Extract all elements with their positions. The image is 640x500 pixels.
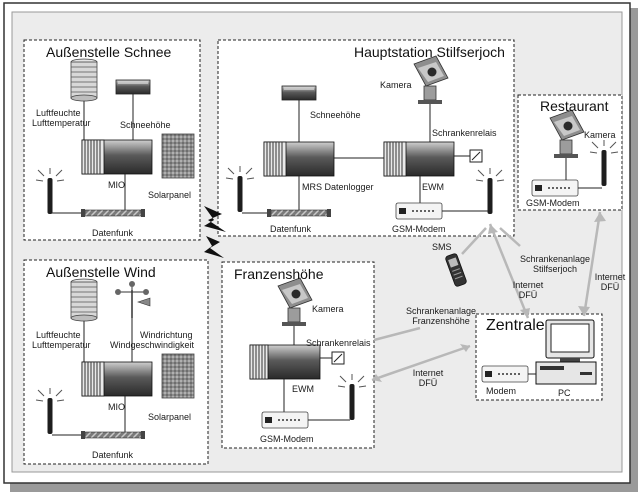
haupt-equipment	[225, 55, 505, 220]
wind-solar-label: Solarpanel	[148, 412, 192, 422]
zentrale-monitor-icon	[545, 319, 595, 362]
communication-links	[371, 211, 602, 382]
haupt-radio-link-icon	[266, 208, 332, 218]
franzen-gsm-modem-icon	[261, 411, 309, 429]
zentrale-pc-label: PC	[558, 388, 571, 398]
haupt-camera-label: Kamera	[380, 80, 412, 90]
schnee-hygrometer-icon	[70, 58, 98, 102]
link-internet-haupt-label-2: DFÜ	[518, 290, 538, 300]
zentrale-equipment	[481, 319, 597, 385]
haupt-mrs-logger-icon	[263, 141, 335, 177]
schnee-equipment	[35, 58, 195, 218]
link-franzen-barrier	[373, 326, 421, 342]
schnee-solar-label: Solarpanel	[148, 190, 192, 200]
wind-humidity-label-1: Luftfeuchte	[36, 330, 81, 340]
restaurant-gsm-modem-icon	[531, 179, 579, 197]
wind-anemometer-icon	[115, 281, 151, 318]
wind-mio-label: MIO	[108, 402, 125, 412]
schnee-mio-logger-icon	[81, 139, 153, 175]
link-barrier-franzen-label-1: Schrankenanlage	[405, 306, 477, 316]
schnee-humidity-label-2: Lufttemperatur	[32, 118, 91, 128]
radio-lightning-icon-2	[204, 236, 224, 258]
haupt-logger-label: MRS Datenlogger	[302, 182, 374, 192]
schnee-solar-panel-icon	[161, 133, 195, 179]
link-internet-franzen-label-1: Internet	[412, 368, 444, 378]
schnee-title: Außenstelle Schnee	[46, 44, 172, 60]
schnee-radio-label: Datenfunk	[92, 228, 134, 238]
wind-speed-label: Windgeschwindigkeit	[110, 340, 195, 350]
haupt-gsm-modem-icon	[395, 202, 443, 220]
schnee-humidity-label-1: Luftfeuchte	[36, 108, 81, 118]
franzen-ewm-label: EWM	[292, 384, 314, 394]
wind-title: Außenstelle Wind	[46, 264, 156, 280]
haupt-snow-sensor-icon	[281, 85, 317, 101]
haupt-gsm-label: GSM-Modem	[392, 224, 446, 234]
link-barrier-stilfs-label-1: Schrankenanlage	[519, 254, 591, 264]
link-haupt-zentrale	[488, 223, 530, 319]
franzen-ewm-icon	[249, 344, 321, 380]
link-haupt-barrier	[499, 227, 521, 247]
zentrale-title: Zentrale	[486, 317, 545, 334]
haupt-relay-icon	[469, 149, 483, 163]
link-internet-franzen-label-2: DFÜ	[418, 378, 438, 388]
wind-equipment	[35, 278, 195, 440]
restaurant-title: Restaurant	[540, 98, 609, 114]
schnee-radio-link-icon	[80, 208, 146, 218]
link-barrier-franzen-label-2: Franzenshöhe	[412, 316, 470, 326]
haupt-ewm-icon	[383, 141, 455, 177]
link-internet-haupt-label-1: Internet	[512, 280, 544, 290]
wind-hygrometer-icon	[70, 278, 98, 322]
link-restaurant-zentrale	[582, 211, 602, 317]
wind-humidity-label-2: Lufttemperatur	[32, 340, 91, 350]
wind-direction-label: Windrichtung	[140, 330, 193, 340]
box-haupt	[217, 39, 515, 237]
restaurant-gsm-label: GSM-Modem	[526, 198, 580, 208]
link-internet-restaurant-label-1: Internet	[594, 272, 626, 282]
link-internet-restaurant-label-2: DFÜ	[600, 282, 620, 292]
franzen-relay-icon	[331, 351, 345, 365]
link-sms-label: SMS	[432, 242, 452, 252]
restaurant-camera-label: Kamera	[584, 130, 616, 140]
radio-lightning-icon	[204, 206, 226, 232]
wind-solar-panel-icon	[161, 353, 195, 399]
wind-mio-logger-icon	[81, 361, 153, 397]
link-arrowheads	[372, 212, 606, 382]
schnee-mio-label: MIO	[108, 180, 125, 190]
franzen-camera-label: Kamera	[312, 304, 344, 314]
haupt-title: Hauptstation Stilfserjoch	[354, 44, 505, 60]
haupt-snow-depth-label: Schneehöhe	[310, 110, 361, 120]
wind-radio-link-icon	[80, 430, 146, 440]
haupt-radio-label: Datenfunk	[270, 224, 312, 234]
wind-radio-label: Datenfunk	[92, 450, 134, 460]
sms-phone-icon	[445, 253, 467, 287]
zentrale-modem-label: Modem	[486, 386, 517, 396]
franzen-equipment	[249, 277, 367, 429]
restaurant-equipment	[531, 109, 619, 197]
schnee-snow-depth-label: Schneehöhe	[120, 120, 171, 130]
franzen-title: Franzenshöhe	[234, 266, 324, 282]
franzen-gsm-label: GSM-Modem	[260, 434, 314, 444]
haupt-ewm-label: EWM	[422, 182, 444, 192]
link-haupt-sms	[461, 227, 487, 255]
zentrale-modem-icon	[481, 365, 529, 383]
link-barrier-stilfs-label-2: Stilfserjoch	[532, 264, 577, 274]
franzen-relay-label: Schrankenrelais	[306, 338, 371, 348]
schnee-snow-sensor-icon	[115, 79, 151, 95]
haupt-relay-label: Schrankenrelais	[432, 128, 497, 138]
link-franzen-zentrale	[371, 344, 471, 382]
